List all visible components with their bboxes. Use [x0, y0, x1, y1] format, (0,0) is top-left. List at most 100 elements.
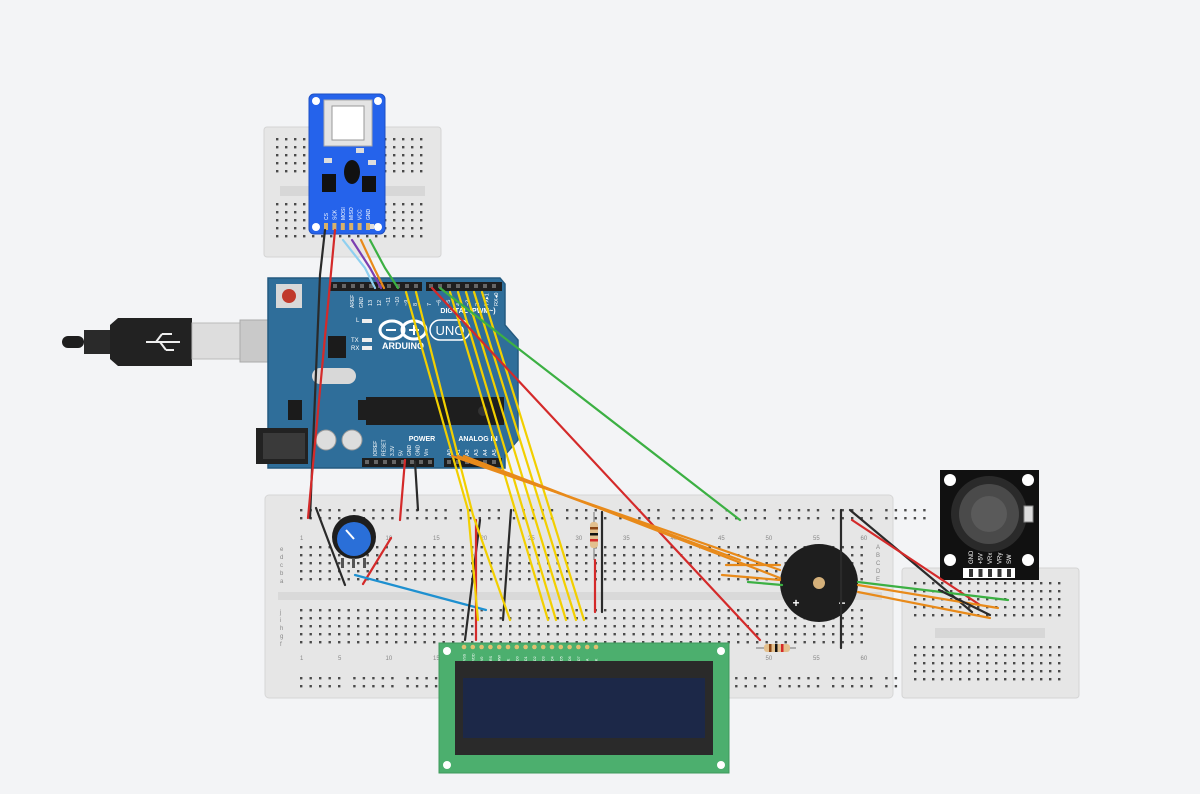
lcd-pin-label: RS [489, 655, 493, 661]
wire[interactable] [368, 238, 400, 290]
row-letter: D [876, 569, 881, 575]
column-number: 35 [623, 536, 630, 542]
wire[interactable] [308, 228, 327, 520]
piezo-buzzer[interactable]: + − [780, 544, 858, 622]
row-letter: c [280, 563, 283, 569]
lcd-pin-label: D4 [551, 656, 555, 661]
sd-pin-label: MOSI [341, 207, 347, 220]
pin-label-gnd: GND [359, 297, 365, 309]
wire[interactable] [341, 238, 377, 290]
column-number: 60 [861, 656, 868, 662]
wire[interactable] [438, 286, 742, 522]
wire[interactable] [464, 290, 568, 622]
wire[interactable] [314, 506, 347, 587]
wire[interactable] [350, 238, 383, 290]
sd-pin-label: VCC [358, 209, 364, 220]
pin-label-digital: 8 [413, 303, 419, 306]
pin-label-power: RESET [382, 439, 388, 456]
wire[interactable] [430, 286, 762, 642]
lcd-pin-label: D2 [533, 656, 537, 661]
power-label: POWER [409, 436, 435, 443]
wire[interactable] [414, 290, 512, 622]
led-label-rx: RX [351, 346, 359, 352]
reset-button[interactable] [282, 289, 296, 303]
joystick-pin-label: VRy [998, 553, 1004, 564]
wire[interactable] [361, 536, 393, 586]
pin-label-digital: ~9 [404, 300, 410, 306]
lcd-pin-label: VSS [463, 653, 467, 661]
pin-label-digital: 4 [456, 303, 462, 306]
row-letter: g [280, 634, 283, 640]
wire[interactable] [413, 460, 420, 512]
pin-label-digital: 12 [377, 300, 383, 306]
pin-label-power: GND [407, 445, 413, 457]
joystick-pin-label: VRx [988, 553, 994, 564]
row-letter: b [280, 571, 284, 577]
lcd-pin-label: D6 [568, 656, 572, 661]
pin-label-digital: RX◂0 [494, 293, 500, 306]
wire[interactable] [856, 580, 1010, 602]
arduino-uno-board[interactable]: ARDUINO UNO DIGITAL (PWM~) POWER ANALOG … [256, 277, 519, 469]
column-number: 55 [813, 656, 820, 662]
digital-label: DIGITAL (PWM~) [440, 308, 495, 315]
wire[interactable] [850, 518, 982, 607]
wire[interactable] [359, 238, 386, 290]
pin-label-aref: AREF [350, 295, 356, 308]
sd-pin-label: CS [324, 212, 330, 220]
led-label-l: L [356, 318, 360, 324]
wire[interactable] [353, 573, 488, 612]
resistor-horizontal[interactable] [756, 644, 796, 652]
sd-pin-label: MISO [349, 207, 355, 220]
wire[interactable] [472, 290, 578, 622]
wire[interactable] [856, 590, 992, 620]
resistor-vertical[interactable] [590, 512, 598, 560]
usb-cable[interactable] [62, 318, 303, 366]
pin-label-digital: ~5 [446, 300, 452, 306]
column-number: 15 [433, 656, 440, 662]
lcd-pin-label: RW [498, 654, 502, 661]
wire[interactable] [306, 228, 337, 520]
column-number: 15 [433, 536, 440, 542]
pin-label-analog: A3 [474, 449, 480, 456]
analog-label: ANALOG IN [458, 436, 497, 443]
wire[interactable] [456, 290, 558, 622]
lcd-pin-label: K [595, 658, 599, 661]
lcd-pin-label: D5 [559, 656, 563, 661]
wire[interactable] [746, 580, 784, 587]
lcd-pin-label: D1 [524, 656, 528, 661]
wire[interactable] [448, 290, 550, 622]
wire[interactable] [463, 518, 482, 642]
lcd-pin-label: D3 [542, 656, 546, 661]
pin-label-analog: A4 [483, 449, 489, 456]
joystick-pin-label: +5V [979, 553, 985, 564]
wire[interactable] [398, 458, 407, 522]
row-letter: E [876, 577, 880, 583]
column-number: 1 [300, 656, 304, 662]
potentiometer[interactable] [332, 515, 376, 568]
row-letter: B [876, 553, 880, 559]
pin-label-power: 3.3V [390, 445, 396, 456]
breadboard-main[interactable]: 1155101015152020252530303535404045455050… [264, 494, 926, 699]
wire[interactable] [720, 573, 782, 582]
lcd-pin-label: VDD [471, 653, 475, 661]
pin-label-digital: 13 [368, 300, 374, 306]
wire[interactable] [856, 583, 1000, 610]
row-letter: i [280, 618, 281, 624]
pin-label-power: IOREF [373, 441, 379, 456]
lcd-pin-label: D0 [515, 656, 519, 661]
wire[interactable] [404, 290, 480, 622]
wire[interactable] [462, 454, 782, 580]
lcd-pin-label: D7 [577, 656, 581, 661]
row-letter: a [280, 579, 284, 585]
wire[interactable] [480, 290, 586, 622]
pin-label-analog: A1 [456, 449, 462, 456]
lcd-pin-label: E [507, 658, 511, 661]
wire[interactable] [937, 588, 992, 617]
column-number: 50 [766, 536, 773, 542]
wires[interactable] [306, 228, 1010, 650]
breadboard-small-right[interactable] [901, 567, 1080, 699]
